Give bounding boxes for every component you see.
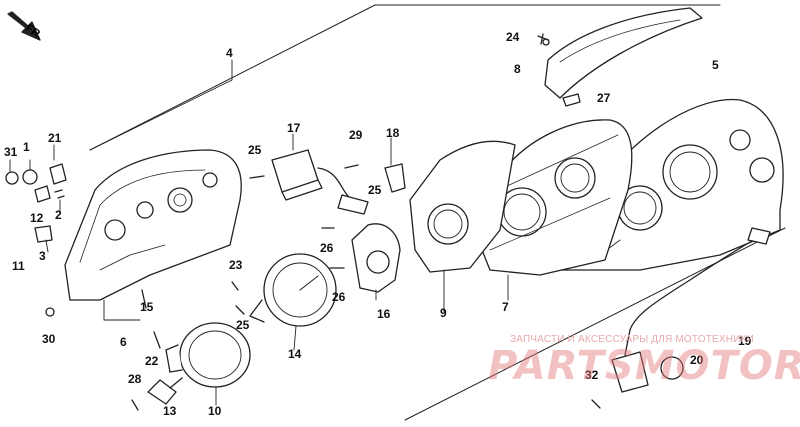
callout-19: 19 bbox=[738, 334, 752, 348]
clip-part bbox=[562, 93, 581, 107]
callout-26-upper: 26 bbox=[320, 241, 334, 255]
tachometer-unit-part bbox=[351, 223, 401, 293]
callout-2: 2 bbox=[55, 208, 62, 222]
meter-panel-part bbox=[477, 119, 633, 276]
callout-1: 1 bbox=[23, 140, 30, 154]
callout-25-lower: 25 bbox=[236, 318, 250, 332]
watermark-logo: PARTSMOTOR.RU bbox=[488, 343, 800, 389]
callout-4: 4 bbox=[226, 46, 233, 60]
callout-15: 15 bbox=[140, 300, 154, 314]
callout-13: 13 bbox=[163, 404, 177, 418]
callout-25-middle: 25 bbox=[368, 183, 382, 197]
leader-lines bbox=[9, 59, 509, 406]
callout-10: 10 bbox=[208, 404, 222, 418]
front-direction-arrow bbox=[7, 11, 41, 41]
callout-31: 31 bbox=[4, 145, 18, 159]
sensor-harness-part bbox=[611, 227, 771, 393]
bulb-socket-13-part bbox=[147, 377, 183, 405]
fasteners-cluster bbox=[5, 163, 601, 411]
callout-23: 23 bbox=[229, 258, 243, 272]
callout-22: 22 bbox=[145, 354, 159, 368]
callout-12: 12 bbox=[30, 211, 44, 225]
callout-28: 28 bbox=[128, 372, 142, 386]
callout-17: 17 bbox=[287, 121, 301, 135]
callout-5: 5 bbox=[712, 58, 719, 72]
watermark-caption: ЗАПЧАСТИ И АКСЕССУАРЫ ДЛЯ МОТОТЕХНИКИ bbox=[510, 334, 755, 345]
callout-25-upper: 25 bbox=[248, 143, 262, 157]
callout-18: 18 bbox=[386, 126, 400, 140]
callout-6: 6 bbox=[120, 335, 127, 349]
meter-base-part bbox=[64, 149, 242, 301]
callout-11: 11 bbox=[12, 259, 25, 273]
callout-14: 14 bbox=[288, 347, 302, 361]
bracket-18-part bbox=[384, 163, 406, 193]
meter-visor-part bbox=[544, 7, 703, 99]
callout-30: 30 bbox=[42, 332, 56, 346]
callout-3: 3 bbox=[39, 249, 46, 263]
callout-29: 29 bbox=[349, 128, 363, 142]
callout-32: 32 bbox=[585, 368, 599, 382]
callout-26-lower: 26 bbox=[332, 290, 346, 304]
meter-lens-part bbox=[409, 140, 516, 273]
screw-24-part bbox=[537, 33, 550, 46]
gauge-unit-part bbox=[165, 322, 251, 388]
control-unit-part bbox=[271, 149, 369, 215]
callout-16: 16 bbox=[377, 307, 391, 321]
callout-24: 24 bbox=[506, 30, 520, 44]
callout-7: 7 bbox=[502, 300, 509, 314]
speedometer-unit-part bbox=[249, 253, 337, 327]
callout-20: 20 bbox=[690, 353, 704, 367]
callout-9: 9 bbox=[440, 306, 447, 320]
callout-27: 27 bbox=[597, 91, 611, 105]
callout-8: 8 bbox=[514, 62, 521, 76]
callout-21: 21 bbox=[48, 131, 62, 145]
